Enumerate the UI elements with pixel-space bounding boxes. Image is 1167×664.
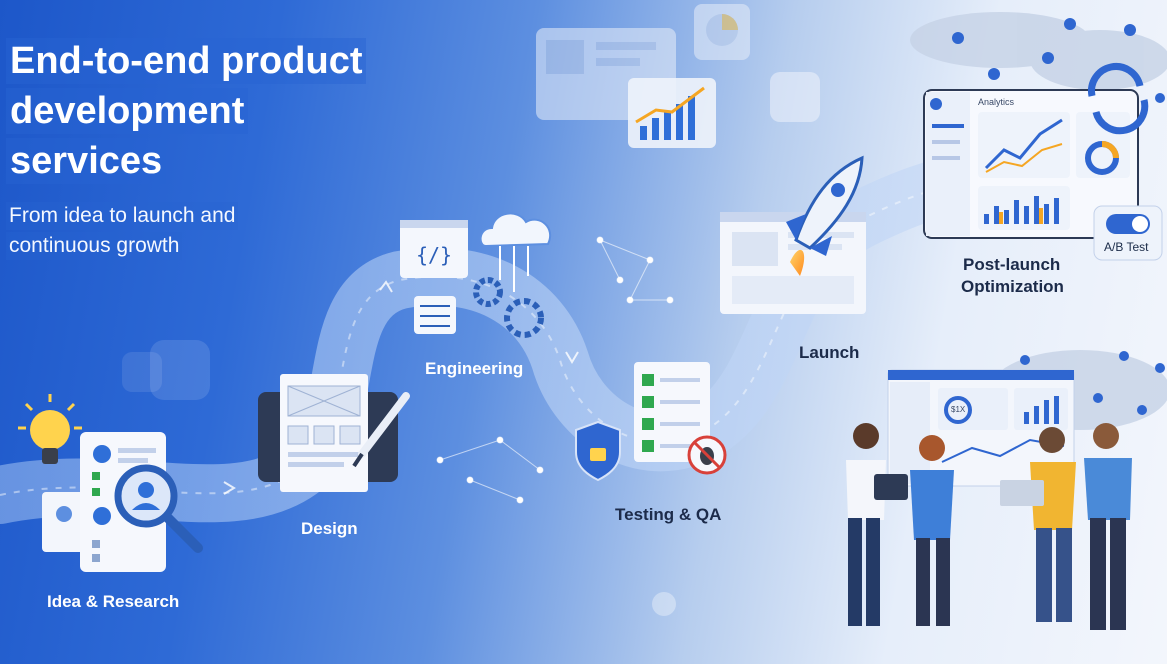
- svg-text:{/}: {/}: [416, 243, 452, 267]
- post-launch-label-line: Optimization: [961, 277, 1064, 296]
- code-window-icon: {/}: [400, 220, 468, 278]
- gears-icon: [473, 277, 544, 338]
- hero-title-line: development: [6, 88, 249, 134]
- bug-blocked-icon: [687, 435, 727, 475]
- stage-label-testing-qa: Testing & QA: [615, 505, 722, 524]
- network-decor: [436, 236, 674, 504]
- rocket-icon: [786, 155, 864, 276]
- security-shield-icon: [575, 420, 621, 482]
- checklist-icon: [634, 362, 710, 462]
- hero-title-line: services: [6, 138, 167, 184]
- hero-subtitle-line: continuous growth: [6, 232, 183, 260]
- map-pin-icons: [952, 18, 1165, 415]
- magnifier-icon: [114, 464, 203, 553]
- ab-test-toggle-card: [1093, 205, 1163, 261]
- stage-label-design: Design: [301, 519, 358, 538]
- cloud-icon: [479, 212, 551, 292]
- hero-title-line: End-to-end product: [6, 38, 367, 84]
- team-dashboard-value: $1X: [951, 405, 966, 414]
- post-launch-label-line: Post-launch: [963, 255, 1061, 274]
- sync-refresh-icon: [1088, 63, 1149, 135]
- stylus-pen-icon: [352, 392, 410, 468]
- ab-test-label: A/B Test: [1104, 240, 1149, 254]
- hero-subtitle-line: From idea to launch and: [6, 202, 239, 230]
- wireframe-tablet-icon: [258, 374, 398, 492]
- stage-label-engineering: Engineering: [425, 359, 524, 378]
- analytics-dashboard: [923, 89, 1139, 239]
- growth-chart-card: [628, 78, 716, 148]
- path-arrows: [223, 280, 579, 495]
- analytics-dashboard-title: Analytics: [978, 97, 1015, 107]
- stage-label-launch: Launch: [799, 343, 860, 362]
- settings-panel-icon: [414, 296, 456, 334]
- lightbulb-icon: [18, 394, 82, 464]
- stage-label-idea-research: Idea & Research: [47, 592, 180, 611]
- team-people-illustration: [846, 423, 1132, 630]
